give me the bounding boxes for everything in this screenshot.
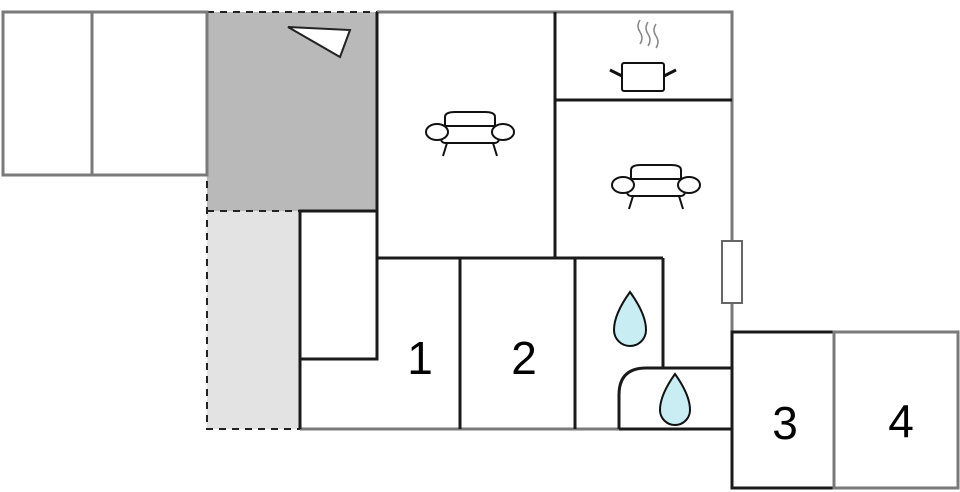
- sofa-icon: [611, 164, 701, 210]
- window-icon: [721, 240, 743, 304]
- room-label-3: 3: [772, 397, 798, 449]
- water-drop-icon: [658, 372, 692, 426]
- outbuilding-left: [1, 10, 209, 177]
- room-label-4: 4: [888, 395, 914, 447]
- annex-rooms: [730, 330, 960, 490]
- cooking-pot-icon: [609, 19, 677, 92]
- interior-walls: [298, 12, 732, 431]
- terrace-lower: [207, 211, 300, 429]
- compass-icon: [287, 26, 352, 59]
- room-label-1: 1: [407, 332, 433, 384]
- water-drop-icon: [612, 290, 648, 347]
- terrace-upper: [207, 12, 377, 211]
- sofa-icon: [425, 111, 515, 157]
- room-label-2: 2: [511, 332, 537, 384]
